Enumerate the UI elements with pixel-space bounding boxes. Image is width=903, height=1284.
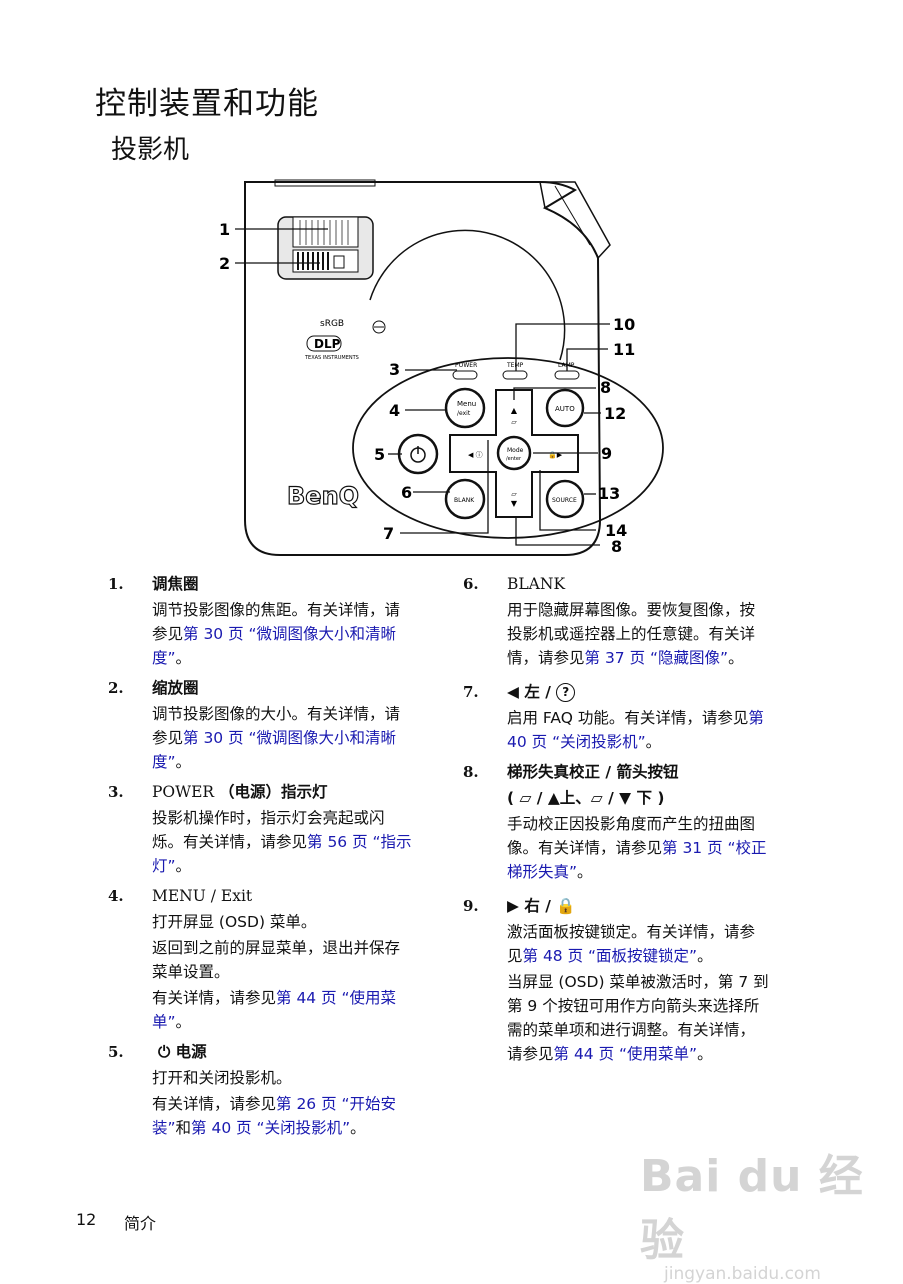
svg-text:▱: ▱ (511, 490, 517, 498)
svg-text:10: 10 (613, 315, 635, 334)
page-link[interactable]: 度” (152, 753, 176, 771)
mode-button-label: Mode (507, 447, 524, 454)
list-item: 3. POWER （电源）指示灯 投影机操作时，指示灯会亮起或闪烁。有关详情，请… (108, 783, 412, 875)
list-item: 6. BLANK 用于隐藏屏幕图像。要恢复图像，按投影机或遥控器上的任意键。有关… (463, 575, 756, 667)
mode-button-sublabel: /enter (506, 456, 522, 462)
help-icon: ? (556, 683, 576, 702)
page-heading: 控制装置和功能 (95, 86, 319, 122)
svg-text:13: 13 (598, 484, 620, 503)
svg-text:14: 14 (605, 521, 627, 540)
svg-text:▲: ▲ (511, 406, 518, 415)
temp-indicator (502, 370, 528, 380)
power-indicator-label: POWER (455, 362, 477, 369)
svg-text:9: 9 (601, 444, 612, 463)
blank-button-label: BLANK (454, 497, 475, 504)
menu-button-label: Menu (457, 400, 476, 408)
svg-text:8: 8 (600, 378, 611, 397)
svg-text:2: 2 (219, 254, 230, 273)
list-item: 2. 缩放圈 调节投影图像的大小。有关详情，请参见第 30 页 “微调图像大小和… (108, 679, 401, 771)
page-link[interactable]: 梯形失真” (507, 863, 578, 881)
svg-text:6: 6 (401, 483, 412, 502)
page-link[interactable]: 第 31 页 “校正 (662, 839, 767, 857)
auto-button-label: AUTO (555, 405, 575, 413)
page-link[interactable]: 第 30 页 “微调图像大小和清晰 (183, 729, 397, 747)
page-link[interactable]: 灯” (152, 857, 176, 875)
list-item: 8. 梯形失真校正 / 箭头按钮 ( ▱ / ▲上、▱ / ▼ 下 ) 手动校正… (463, 763, 767, 881)
svg-text:4: 4 (389, 401, 400, 420)
svg-text:12: 12 (604, 404, 626, 423)
list-item: 9. ▶ 右 / 🔒 激活面板按键锁定。有关详情，请参见第 48 页 “面板按键… (463, 897, 769, 1063)
svg-text:8: 8 (611, 537, 622, 556)
svg-text:◀ ⓘ: ◀ ⓘ (468, 451, 483, 459)
menu-button-sublabel: /exit (457, 410, 471, 417)
temp-indicator-label: TEMP (506, 362, 524, 369)
section-subheading: 投影机 (111, 135, 190, 165)
page-link[interactable]: 第 26 页 “开始安 (276, 1095, 397, 1113)
footer-section: 简介 (124, 1214, 157, 1233)
right-column: 6. BLANK 用于隐藏屏幕图像。要恢复图像，按投影机或遥控器上的任意键。有关… (463, 572, 823, 1072)
list-item: 5. ⏻ 电源 打开和关闭投影机。 有关详情，请参见第 26 页 “开始安装”和… (108, 1043, 397, 1137)
baidu-watermark: Bai du 经验 jingyan.baidu.com (640, 1151, 864, 1284)
svg-text:▱: ▱ (511, 418, 517, 426)
page-link[interactable]: 第 44 页 “使用菜单” (553, 1045, 698, 1063)
power-indicator (452, 370, 478, 380)
source-button-label: SOURCE (552, 497, 577, 504)
page-number: 12 (76, 1210, 97, 1229)
page-link[interactable]: 单” (152, 1013, 176, 1031)
left-column: 1. 调焦圈 调节投影图像的焦距。有关详情，请参见第 30 页 “微调图像大小和… (108, 572, 458, 1146)
page-link[interactable]: 度” (152, 649, 176, 667)
page-link[interactable]: 第 40 页 “关闭投影机” (191, 1119, 351, 1137)
page-link[interactable]: 第 30 页 “微调图像大小和清晰 (183, 625, 397, 643)
menu-exit-button[interactable] (444, 387, 486, 429)
srgb-logo: sRGB (320, 319, 344, 329)
lamp-indicator (554, 370, 580, 380)
power-icon: ⏻ (158, 1043, 171, 1061)
svg-text:🔒▶: 🔒▶ (548, 451, 563, 459)
page-link[interactable]: 第 56 页 “指示 (307, 833, 412, 851)
svg-text:3: 3 (389, 360, 400, 379)
projector-diagram: sRGB DLP TEXAS INSTRUMENTS BenQ POWER TE… (219, 179, 664, 556)
page-link[interactable]: 第 (748, 709, 764, 727)
source-button[interactable] (545, 479, 585, 519)
list-item: 4. MENU / Exit 打开屏显 (OSD) 菜单。 返回到之前的屏显菜单… (108, 887, 401, 1031)
svg-text:▼: ▼ (511, 499, 518, 508)
svg-text:1: 1 (219, 220, 230, 239)
dlp-sub: TEXAS INSTRUMENTS (304, 355, 359, 361)
page-link[interactable]: 40 页 “关闭投影机” (507, 733, 646, 751)
auto-button[interactable] (545, 388, 585, 428)
lock-icon: 🔒 (556, 897, 576, 915)
page-link[interactable]: 第 37 页 “隐藏图像” (584, 649, 729, 667)
page-link[interactable]: 第 48 页 “面板按键锁定” (522, 947, 698, 965)
callout-numbers: 1 2 3 4 5 6 7 8 9 10 11 12 13 14 8 (219, 220, 635, 556)
list-item: 1. 调焦圈 调节投影图像的焦距。有关详情，请参见第 30 页 “微调图像大小和… (108, 575, 401, 667)
blank-button[interactable] (444, 478, 486, 520)
mode-enter-button[interactable] (496, 435, 532, 471)
svg-text:11: 11 (613, 340, 635, 359)
dlp-logo: DLP (314, 337, 341, 351)
svg-text:7: 7 (383, 524, 394, 543)
page-link[interactable]: 装” (152, 1119, 176, 1137)
svg-text:5: 5 (374, 445, 385, 464)
page-link[interactable]: 第 44 页 “使用菜 (276, 989, 397, 1007)
benq-logo: BenQ (287, 482, 359, 510)
